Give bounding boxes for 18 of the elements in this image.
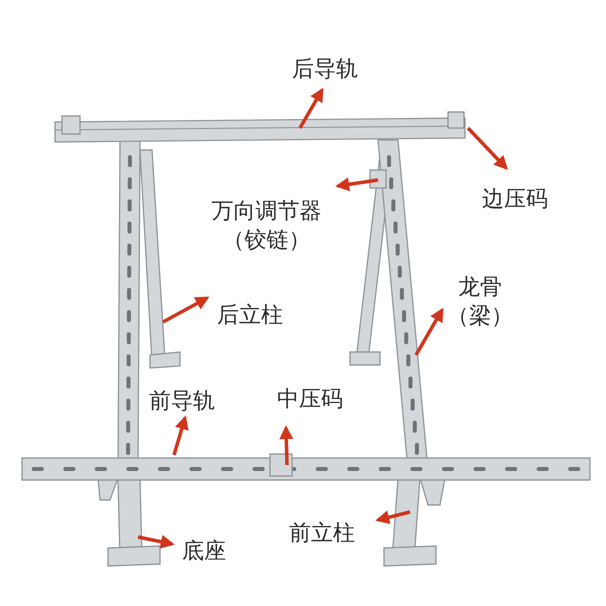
leader-arrow xyxy=(172,415,189,456)
part-label: 后立柱 xyxy=(210,302,290,331)
leader-arrow xyxy=(279,425,294,466)
leader-arrow xyxy=(138,534,175,549)
leader-arrow xyxy=(414,308,444,356)
leader-arrow xyxy=(162,296,210,324)
leader-arrow xyxy=(466,126,508,170)
leader-arrow xyxy=(335,177,378,192)
part-label: 底座 xyxy=(176,538,232,567)
leader-arrow xyxy=(375,510,410,524)
part-label: 龙骨（梁） xyxy=(446,274,514,332)
part-label: 前立柱 xyxy=(282,520,362,549)
part-label: 万向调节器（铰链） xyxy=(204,198,329,256)
part-label: 边压码 xyxy=(475,186,555,215)
part-label: 前导轨 xyxy=(142,388,222,417)
leader-arrow xyxy=(298,88,324,129)
part-label: 中压码 xyxy=(270,386,350,415)
part-label: 后导轨 xyxy=(285,56,365,85)
